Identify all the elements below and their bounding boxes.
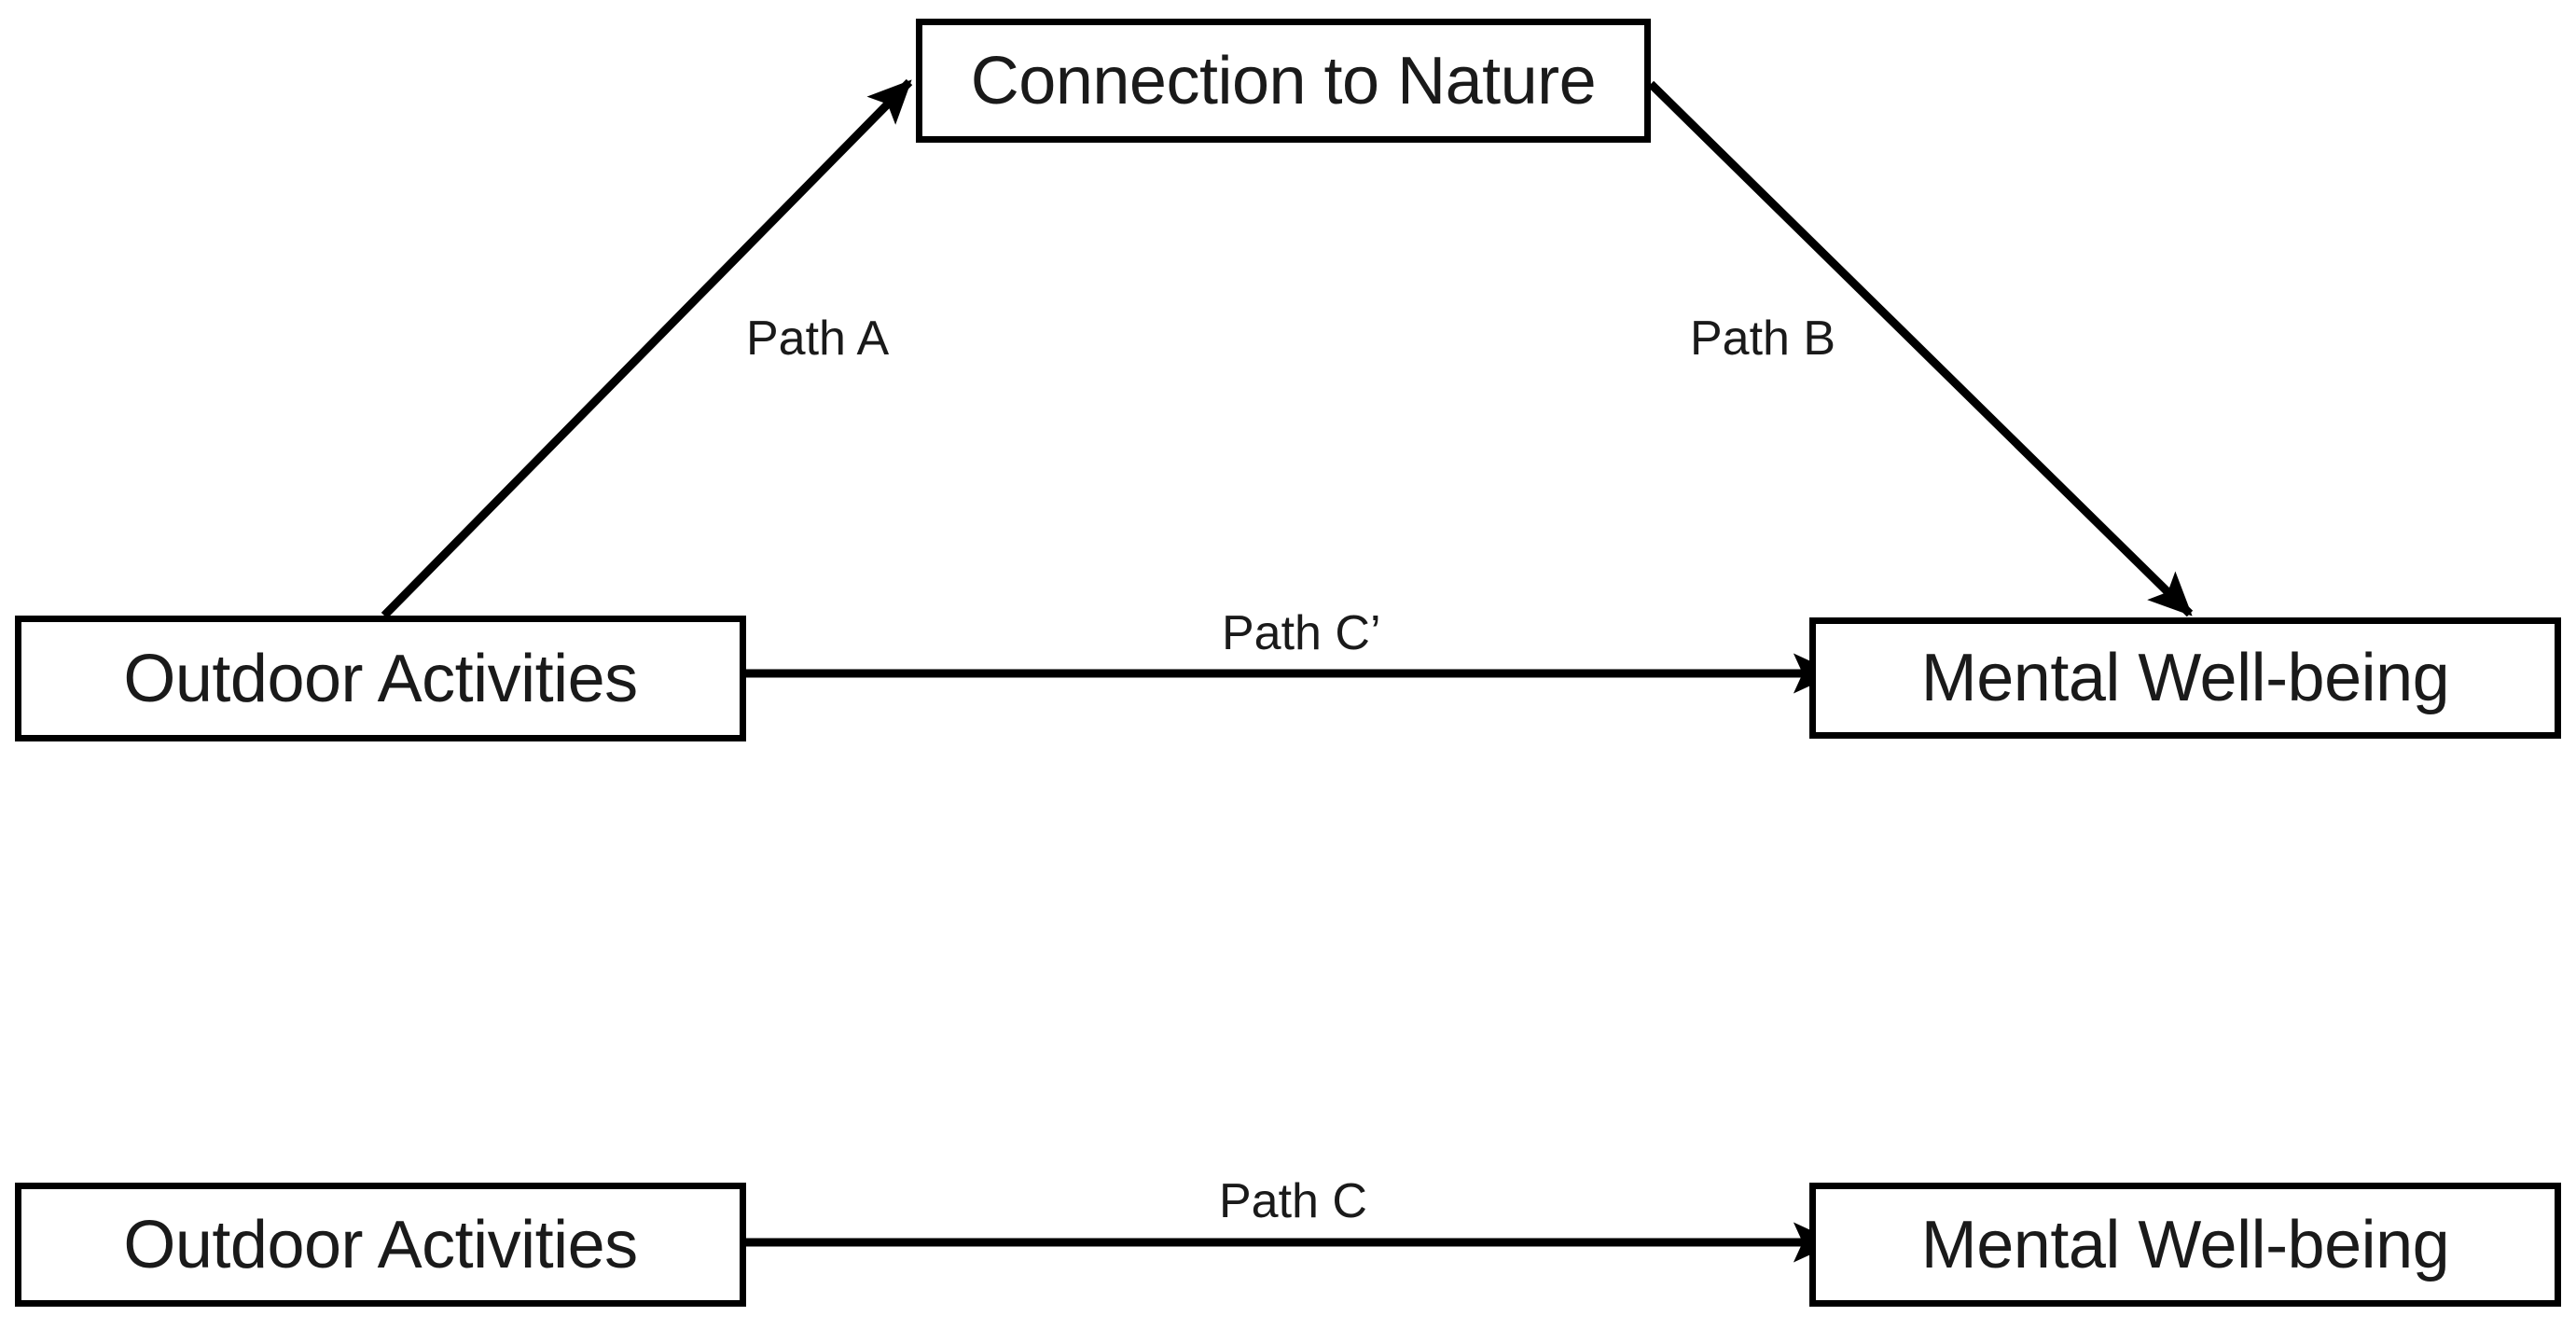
edge-label-path-c-prime: Path C’ [1222,606,1381,660]
node-mental-well-being-bottom[interactable]: Mental Well-being [1809,1183,2561,1307]
node-mental-well-being-top-label: Mental Well-being [1920,641,2450,715]
edge-label-path-a: Path A [746,312,890,366]
node-outdoor-activities-bottom[interactable]: Outdoor Activities [15,1183,746,1307]
node-outdoor-activities-top-label: Outdoor Activities [123,641,638,716]
node-outdoor-activities-bottom-label: Outdoor Activities [123,1207,638,1282]
node-outdoor-activities-top[interactable]: Outdoor Activities [15,616,746,741]
node-mental-well-being-bottom-label: Mental Well-being [1920,1207,2450,1282]
node-connection-to-nature-label: Connection to Nature [970,43,1597,118]
node-connection-to-nature[interactable]: Connection to Nature [916,19,1651,143]
node-mental-well-being-top[interactable]: Mental Well-being [1809,617,2561,739]
edge-label-path-b: Path B [1690,312,1836,366]
edge-label-path-c: Path C [1219,1174,1367,1228]
